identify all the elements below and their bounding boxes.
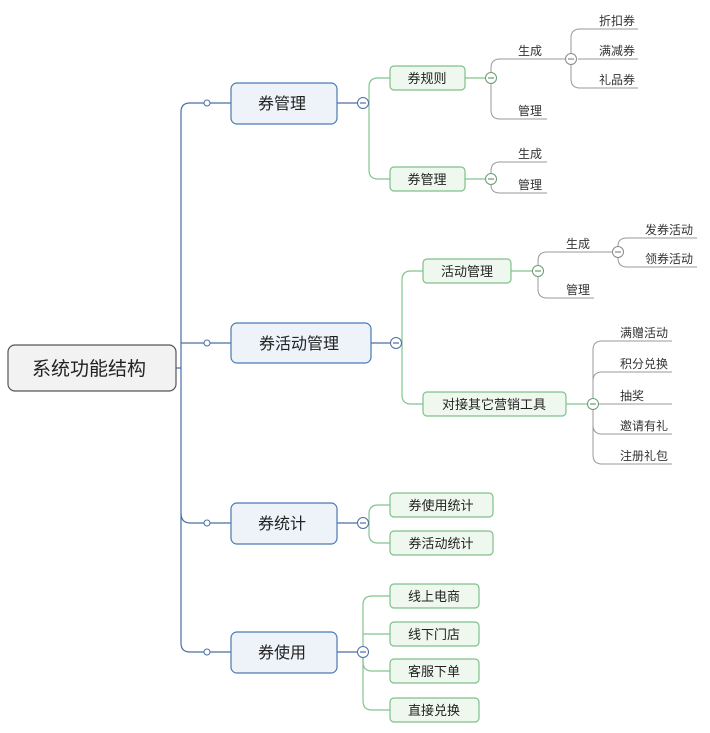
minus-circle-icon[interactable] <box>565 53 577 65</box>
toggles <box>357 53 624 658</box>
leaf-label[interactable]: 生成 <box>566 237 590 251</box>
minus-circle-icon[interactable] <box>357 97 369 109</box>
leaf-label[interactable]: 发券活动 <box>645 222 693 237</box>
node-label: 线下门店 <box>408 628 460 643</box>
leaf-label[interactable]: 礼品券 <box>599 72 635 87</box>
leaf-label[interactable]: 生成 <box>518 147 542 161</box>
leaf-label[interactable]: 领券活动 <box>645 251 693 266</box>
small-circle-icon <box>203 99 211 107</box>
root-label: 系统功能结构 <box>32 358 146 380</box>
branch-label: 券活动管理 <box>259 334 339 353</box>
minus-circle-icon[interactable] <box>390 337 402 349</box>
node-coupon-management-sub[interactable]: 券管理 <box>389 166 466 192</box>
leaf-labels: 生成 管理 折扣券 满减券 礼品券 生成 管理 生成 管理 发券活动 领券活动 … <box>518 13 693 463</box>
branch-label: 券使用 <box>258 643 306 662</box>
branch-node-coupon-activity-management[interactable]: 券活动管理 <box>230 322 372 364</box>
node-label: 直接兑换 <box>408 703 460 719</box>
leaf-label[interactable]: 管理 <box>566 282 590 297</box>
leaf-label[interactable]: 满赠活动 <box>620 326 668 340</box>
leaf-label[interactable]: 生成 <box>518 44 542 58</box>
node-coupon-usage-stats[interactable]: 券使用统计 <box>389 492 494 518</box>
branch-label: 券统计 <box>258 514 306 533</box>
branch-node-coupon-usage[interactable]: 券使用 <box>230 631 338 674</box>
small-circle-icon <box>203 648 211 656</box>
leaf-label[interactable]: 注册礼包 <box>620 448 668 463</box>
branch-node-coupon-management[interactable]: 券管理 <box>230 82 338 125</box>
minus-circle-icon[interactable] <box>357 517 369 529</box>
node-offline-store[interactable]: 线下门店 <box>389 621 480 647</box>
leaf-label[interactable]: 满减券 <box>599 43 635 58</box>
node-label: 对接其它营销工具 <box>442 397 546 413</box>
connector-dots <box>203 99 211 656</box>
root-node[interactable]: 系统功能结构 <box>7 344 177 392</box>
node-label: 客服下单 <box>408 664 460 680</box>
node-online-ecommerce[interactable]: 线上电商 <box>389 583 480 609</box>
leaf-label[interactable]: 管理 <box>518 103 542 118</box>
connectors <box>176 28 697 711</box>
minus-circle-icon[interactable] <box>612 246 624 258</box>
node-direct-exchange[interactable]: 直接兑换 <box>389 697 480 723</box>
node-label: 券规则 <box>407 71 446 87</box>
branch-node-coupon-statistics[interactable]: 券统计 <box>230 502 338 545</box>
node-label: 线上电商 <box>408 590 460 605</box>
node-customer-service-order[interactable]: 客服下单 <box>389 658 480 684</box>
node-label: 券使用统计 <box>408 498 473 514</box>
node-activity-management[interactable]: 活动管理 <box>422 258 512 284</box>
node-coupon-activity-stats[interactable]: 券活动统计 <box>389 530 494 556</box>
leaf-label[interactable]: 折扣券 <box>599 13 635 28</box>
node-coupon-rules[interactable]: 券规则 <box>389 65 466 91</box>
leaf-label[interactable]: 积分兑换 <box>620 357 668 371</box>
leaf-label[interactable]: 邀请有礼 <box>620 418 668 433</box>
node-marketing-tools[interactable]: 对接其它营销工具 <box>422 391 567 417</box>
small-circle-icon <box>203 519 211 527</box>
node-label: 券管理 <box>407 172 446 188</box>
leaf-label[interactable]: 抽奖 <box>620 389 644 403</box>
small-circle-icon <box>203 339 211 347</box>
minus-circle-icon[interactable] <box>485 173 497 185</box>
node-label: 券活动统计 <box>408 536 473 552</box>
minus-circle-icon[interactable] <box>357 646 369 658</box>
minus-circle-icon[interactable] <box>485 72 497 84</box>
minus-circle-icon[interactable] <box>532 265 544 277</box>
leaf-label[interactable]: 管理 <box>518 177 542 192</box>
minus-circle-icon[interactable] <box>587 398 599 410</box>
branch-label: 券管理 <box>258 94 306 113</box>
node-label: 活动管理 <box>441 265 493 280</box>
